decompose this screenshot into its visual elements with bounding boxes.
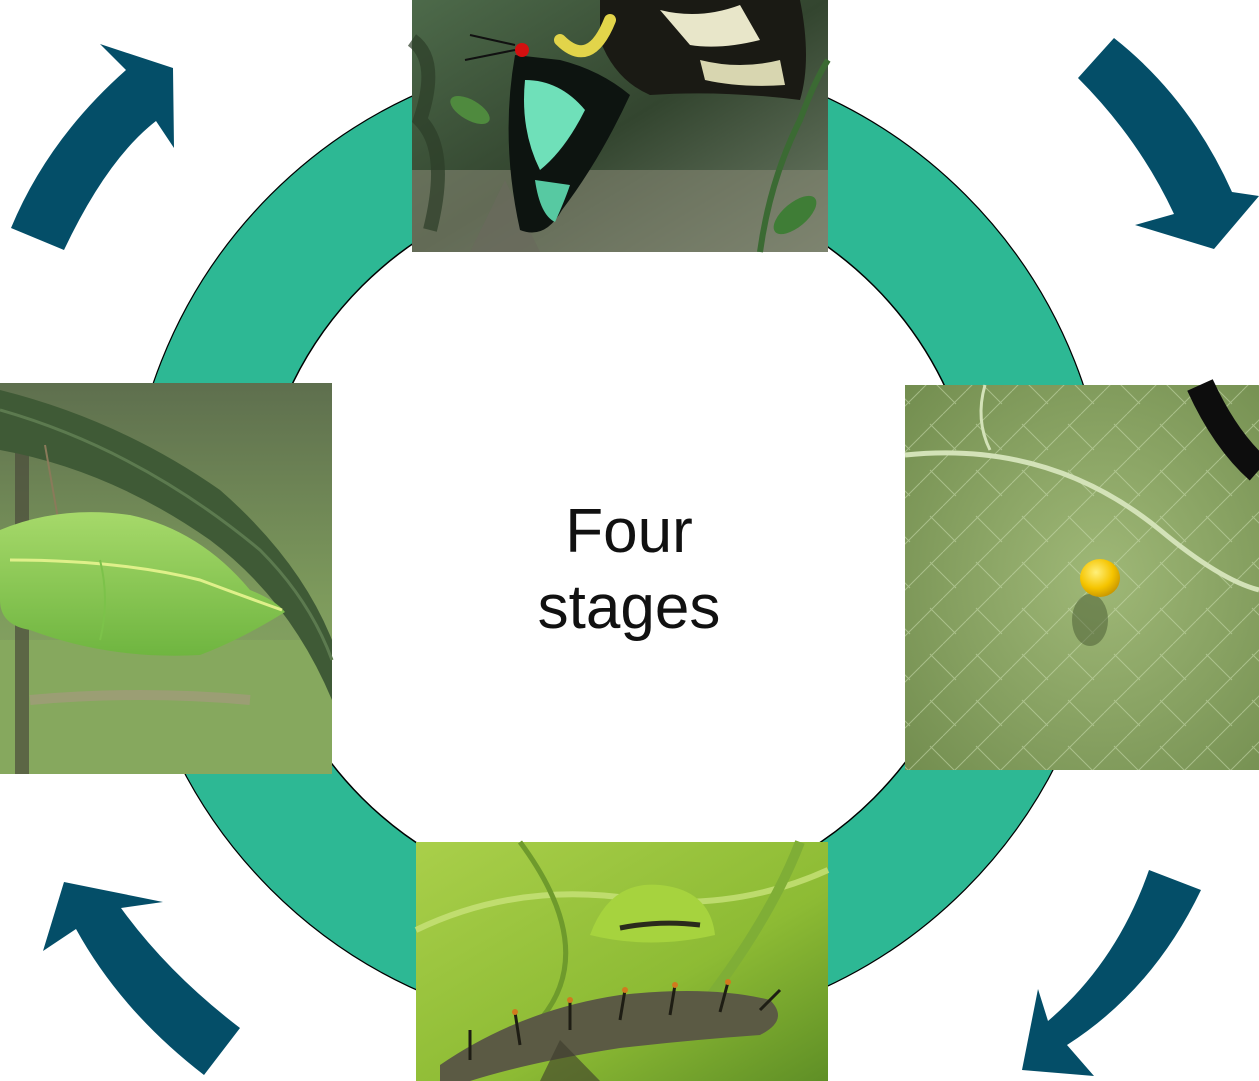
arrow-bottom-right-icon [1022,870,1201,1076]
egg-photo [905,385,1259,770]
caterpillar-photo [416,842,828,1081]
chrysalis-photo [0,383,332,774]
center-label-line-2: stages [429,570,829,646]
arrow-top-right-icon [1078,38,1259,249]
adult-butterflies-photo [412,0,828,252]
arrow-bottom-left-icon [43,882,240,1075]
arrow-top-left-icon [11,44,174,250]
center-label: Four stages [429,494,829,646]
center-label-line-1: Four [429,494,829,570]
